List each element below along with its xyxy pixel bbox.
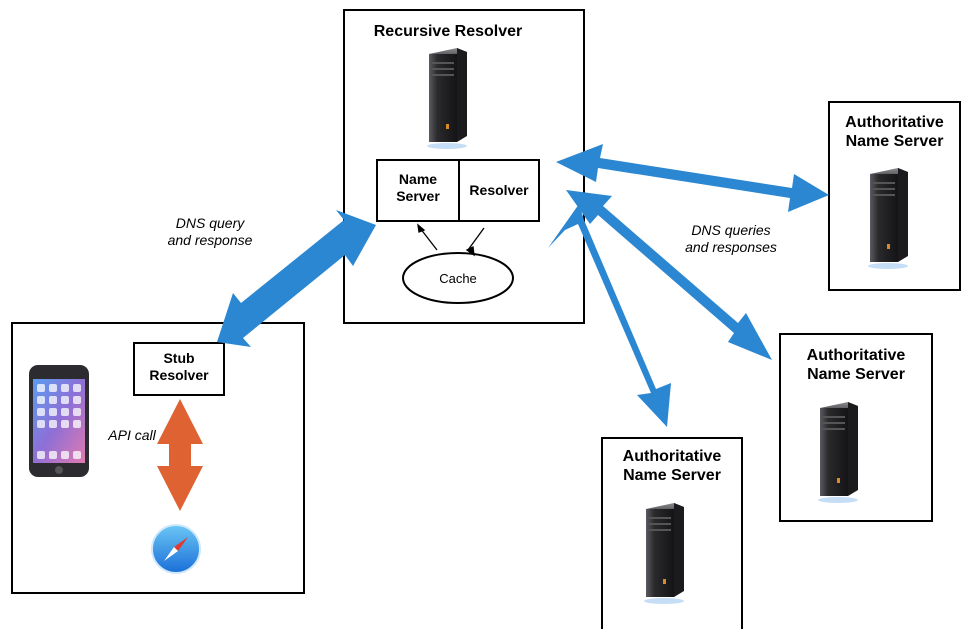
cache-arrows bbox=[417, 223, 485, 257]
resolver-label: Resolver bbox=[469, 182, 529, 198]
server-icon bbox=[868, 168, 908, 269]
arrow-to-authoritative-1 bbox=[556, 144, 829, 212]
authoritative-title-3: Authoritative Name Server bbox=[622, 448, 722, 484]
dns-query-label: DNS query and response bbox=[167, 215, 253, 248]
stub-resolver-label: Stub Resolver bbox=[149, 350, 209, 383]
server-icon bbox=[818, 402, 858, 503]
server-icon bbox=[427, 48, 467, 149]
arrow-to-authoritative-3 bbox=[548, 204, 671, 427]
api-call-label: API call bbox=[108, 427, 156, 443]
api-call-arrow bbox=[157, 399, 203, 511]
name-server-label: Name Server bbox=[396, 171, 440, 204]
dns-queries-label: DNS queries and responses bbox=[685, 222, 777, 255]
recursive-resolver-title: Recursive Resolver bbox=[373, 23, 523, 40]
server-icon bbox=[644, 503, 684, 604]
arrow-stub-to-recursive bbox=[217, 210, 376, 347]
resolver-box bbox=[458, 159, 540, 222]
cache-label: Cache bbox=[439, 271, 477, 286]
dns-arrows bbox=[217, 144, 829, 427]
cache-node bbox=[402, 252, 514, 304]
authoritative-title-2: Authoritative Name Server bbox=[806, 347, 906, 383]
authoritative-title-1: Authoritative Name Server bbox=[845, 114, 944, 150]
arrow-to-authoritative-2 bbox=[566, 190, 772, 360]
stub-resolver-box bbox=[133, 342, 225, 396]
phone-icon bbox=[29, 365, 89, 477]
safari-compass-icon bbox=[151, 524, 201, 574]
